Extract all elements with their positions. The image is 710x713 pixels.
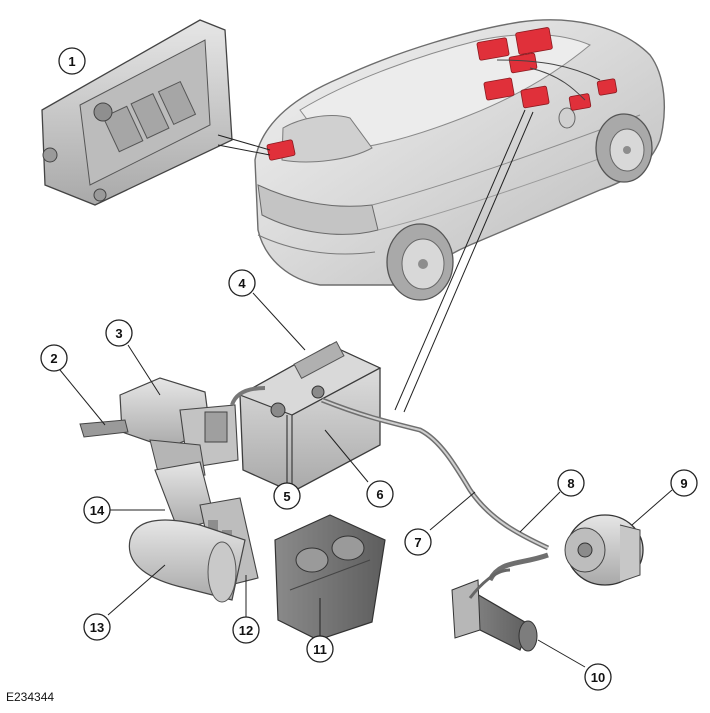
svg-text:11: 11 [313, 642, 327, 657]
callouts: 1 2 3 4 5 6 7 8 9 10 11 12 13 14 [40, 47, 698, 691]
callout-12: 12 [232, 616, 260, 644]
svg-text:1: 1 [68, 54, 75, 69]
svg-text:3: 3 [115, 326, 122, 341]
callout-1: 1 [58, 47, 86, 75]
callout-2: 2 [40, 344, 68, 372]
svg-text:12: 12 [239, 623, 253, 638]
callout-4: 4 [228, 269, 256, 297]
svg-text:10: 10 [591, 670, 605, 685]
callout-6: 6 [366, 480, 394, 508]
power-storage-unit [128, 519, 246, 603]
callout-5: 5 [273, 482, 301, 510]
svg-text:14: 14 [90, 503, 105, 518]
callout-14: 14 [83, 496, 111, 524]
figure-id-label: E234344 [6, 690, 55, 704]
svg-text:13: 13 [90, 620, 104, 635]
callout-9: 9 [670, 469, 698, 497]
svg-text:8: 8 [567, 476, 574, 491]
callout-11: 11 [306, 635, 334, 663]
callout-10: 10 [584, 663, 612, 691]
rear-wheel [386, 223, 454, 301]
svg-text:9: 9 [680, 476, 687, 491]
callout-7: 7 [404, 528, 432, 556]
front-wheel [595, 113, 653, 183]
body-control-module [41, 19, 233, 206]
battery [238, 340, 382, 493]
svg-text:2: 2 [50, 351, 57, 366]
generator [564, 514, 644, 586]
svg-text:4: 4 [238, 276, 246, 291]
callout-8: 8 [557, 469, 585, 497]
highlighted-modules [266, 27, 618, 161]
svg-text:5: 5 [283, 489, 290, 504]
callout-leaders [59, 292, 673, 668]
callout-13: 13 [83, 613, 111, 641]
svg-text:6: 6 [376, 487, 383, 502]
vehicle [254, 19, 665, 301]
callout-3: 3 [105, 319, 133, 347]
starter-motor [451, 568, 538, 652]
instrument-cluster [274, 514, 386, 641]
svg-text:7: 7 [414, 535, 421, 550]
